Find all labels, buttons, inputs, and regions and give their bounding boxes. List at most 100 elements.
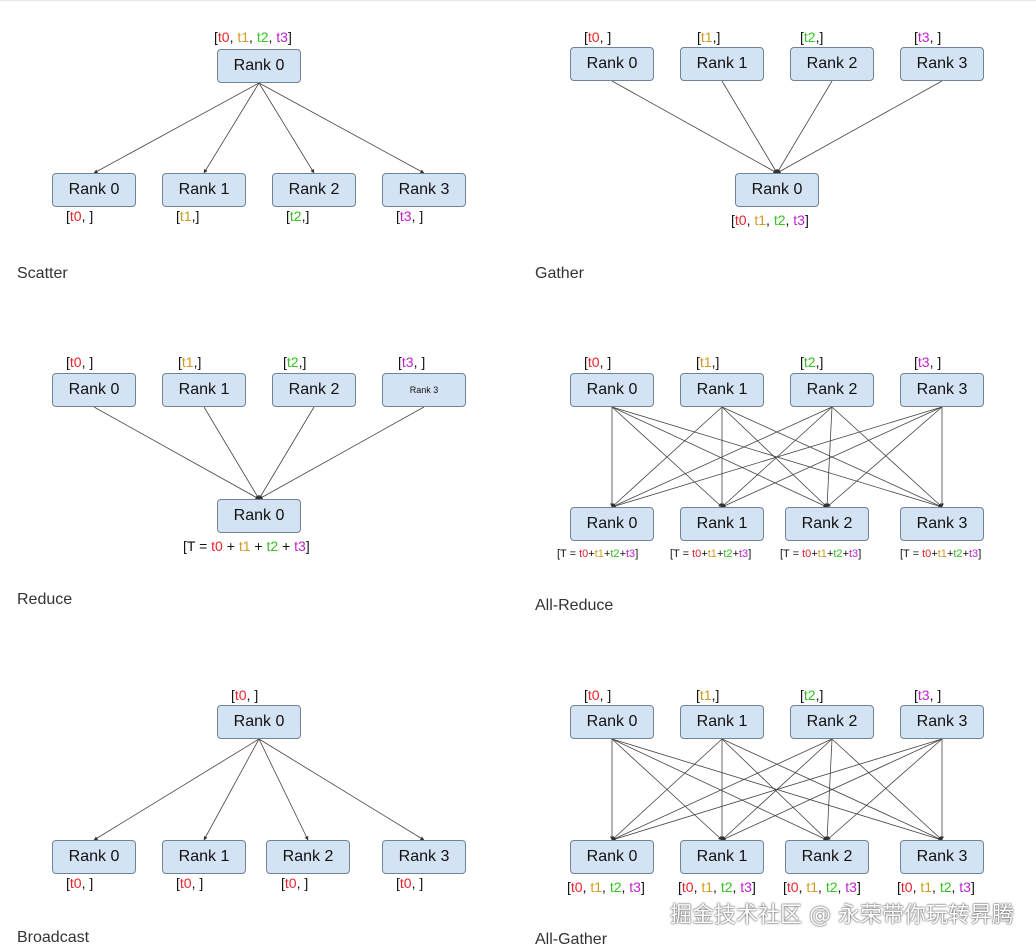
node-ag-d3: Rank 3 (900, 840, 984, 874)
edge-ag-s1-to-ag-d2 (721, 738, 828, 841)
node-ag-s3: Rank 3 (900, 705, 984, 739)
node-ar-s1: Rank 1 (680, 373, 764, 407)
tensor-label-ar-l-d0: [T = t0+t1+t2+t3] (557, 548, 639, 560)
tensor-label-ar-l-0: [t0, ] (584, 354, 612, 370)
tensor-label-g-l-dst: [t0, t1, t2, t3] (731, 212, 809, 228)
edge-ar-s3-to-ar-d1 (721, 406, 943, 508)
edge-b-src-to-b-d1 (203, 738, 260, 841)
edge-ar-s2-to-ar-d2 (825, 406, 833, 508)
node-r-s3: Rank 3 (382, 373, 466, 407)
node-s-d1: Rank 1 (162, 173, 246, 207)
edge-s-src-to-s-d2 (258, 82, 315, 174)
tensor-label-b-l-src: [t0, ] (231, 687, 259, 703)
edge-r-s3-to-r-dst (258, 406, 425, 500)
edge-ar-s0-to-ar-d2 (611, 406, 828, 508)
edge-ar-s1-to-ar-d0 (611, 406, 723, 508)
node-ar-s2: Rank 2 (790, 373, 874, 407)
tensor-label-ar-l-3: [t3, ] (914, 354, 942, 370)
node-b-src: Rank 0 (217, 705, 301, 739)
node-r-s1: Rank 1 (162, 373, 246, 407)
tensor-label-ag-l-1: [t1,] (696, 687, 720, 703)
tensor-label-ag-l-0: [t0, ] (584, 687, 612, 703)
edge-ag-s2-to-ag-d2 (825, 738, 833, 841)
edge-ag-s3-to-ag-d0 (611, 738, 943, 841)
node-g-s0: Rank 0 (570, 47, 654, 81)
node-s-d0: Rank 0 (52, 173, 136, 207)
tensor-label-ar-l-d2: [T = t0+t1+t2+t3] (780, 548, 862, 560)
tensor-label-s-l-0: [t0, ] (66, 208, 94, 224)
node-ag-s0: Rank 0 (570, 705, 654, 739)
edge-ar-s2-to-ar-d3 (831, 406, 943, 508)
edge-b-src-to-b-d0 (93, 738, 260, 841)
tensor-label-r-l-3: [t3, ] (398, 354, 426, 370)
edge-s-src-to-s-d1 (203, 82, 260, 174)
tensor-label-r-l-1: [t1,] (178, 354, 202, 370)
node-s-d2: Rank 2 (272, 173, 356, 207)
node-b-d2: Rank 2 (266, 840, 350, 874)
edge-s-src-to-s-d0 (93, 82, 260, 174)
tensor-label-s-l-3: [t3, ] (396, 208, 424, 224)
tensor-label-b-l-0: [t0, ] (66, 875, 94, 891)
tensor-label-ar-l-d1: [T = t0+t1+t2+t3] (670, 548, 752, 560)
node-ar-d0: Rank 0 (570, 507, 654, 541)
node-ar-d3: Rank 3 (900, 507, 984, 541)
tensor-label-ag-l-d1: [t0, t1, t2, t3] (678, 879, 756, 895)
tensor-label-ar-l-2: [t2,] (800, 354, 824, 370)
edge-g-s0-to-g-dst (611, 80, 778, 174)
tensor-label-ar-l-d3: [T = t0+t1+t2+t3] (900, 548, 982, 560)
node-b-d1: Rank 1 (162, 840, 246, 874)
node-ag-s1: Rank 1 (680, 705, 764, 739)
tensor-label-r-l-2: [t2,] (283, 354, 307, 370)
node-ag-d2: Rank 2 (785, 840, 869, 874)
tensor-label-ar-l-1: [t1,] (696, 354, 720, 370)
edge-ag-s2-to-ag-d0 (611, 738, 833, 841)
node-ag-s2: Rank 2 (790, 705, 874, 739)
edge-g-s1-to-g-dst (721, 80, 778, 174)
watermark: 掘金技术社区 @ 永荣带你玩转昇腾 (670, 903, 1014, 928)
edge-r-s0-to-r-dst (93, 406, 260, 500)
tensor-label-g-l-2: [t2,] (800, 29, 824, 45)
tensor-label-ag-l-d3: [t0, t1, t2, t3] (897, 879, 975, 895)
tensor-label-b-l-2: [t0, ] (281, 875, 309, 891)
panel-title-gather: Gather (535, 265, 584, 282)
node-ar-s0: Rank 0 (570, 373, 654, 407)
tensor-label-g-l-1: [t1,] (697, 29, 721, 45)
edge-ag-s3-to-ag-d2 (826, 738, 943, 841)
panel-title-allreduce: All-Reduce (535, 597, 614, 614)
edge-ag-s1-to-ag-d0 (611, 738, 723, 841)
tensor-label-s-l-2: [t2,] (286, 208, 310, 224)
edge-b-src-to-b-d2 (258, 738, 309, 841)
tensor-label-s-l-src: [t0, t1, t2, t3] (214, 29, 292, 45)
tensor-label-g-l-3: [t3, ] (914, 29, 942, 45)
tensor-label-r-l-dst: [T = t0 + t1 + t2 + t3] (183, 538, 310, 554)
tensor-label-g-l-0: [t0, ] (584, 29, 612, 45)
edge-ag-s0-to-ag-d2 (611, 738, 828, 841)
node-r-dst: Rank 0 (217, 499, 301, 533)
tensor-label-ag-l-2: [t2,] (800, 687, 824, 703)
tensor-label-b-l-1: [t0, ] (176, 875, 204, 891)
node-r-s2: Rank 2 (272, 373, 356, 407)
tensor-label-b-l-3: [t0, ] (396, 875, 424, 891)
edge-ar-s1-to-ar-d2 (721, 406, 828, 508)
node-b-d3: Rank 3 (382, 840, 466, 874)
node-ag-d1: Rank 1 (680, 840, 764, 874)
node-ag-d0: Rank 0 (570, 840, 654, 874)
tensor-label-s-l-1: [t1,] (176, 208, 200, 224)
node-g-s1: Rank 1 (680, 47, 764, 81)
edge-r-s2-to-r-dst (258, 406, 315, 500)
edge-r-s1-to-r-dst (203, 406, 260, 500)
edge-ag-s3-to-ag-d1 (721, 738, 943, 841)
tensor-label-ag-l-d0: [t0, t1, t2, t3] (567, 879, 645, 895)
node-g-s3: Rank 3 (900, 47, 984, 81)
panel-title-broadcast: Broadcast (17, 929, 90, 946)
edge-b-src-to-b-d3 (258, 738, 425, 841)
edge-ar-s3-to-ar-d2 (826, 406, 943, 508)
node-s-d3: Rank 3 (382, 173, 466, 207)
node-r-s0: Rank 0 (52, 373, 136, 407)
node-b-d0: Rank 0 (52, 840, 136, 874)
tensor-label-r-l-0: [t0, ] (66, 354, 94, 370)
edge-ar-s2-to-ar-d0 (611, 406, 833, 508)
edge-ar-s3-to-ar-d0 (611, 406, 943, 508)
edge-g-s2-to-g-dst (776, 80, 833, 174)
